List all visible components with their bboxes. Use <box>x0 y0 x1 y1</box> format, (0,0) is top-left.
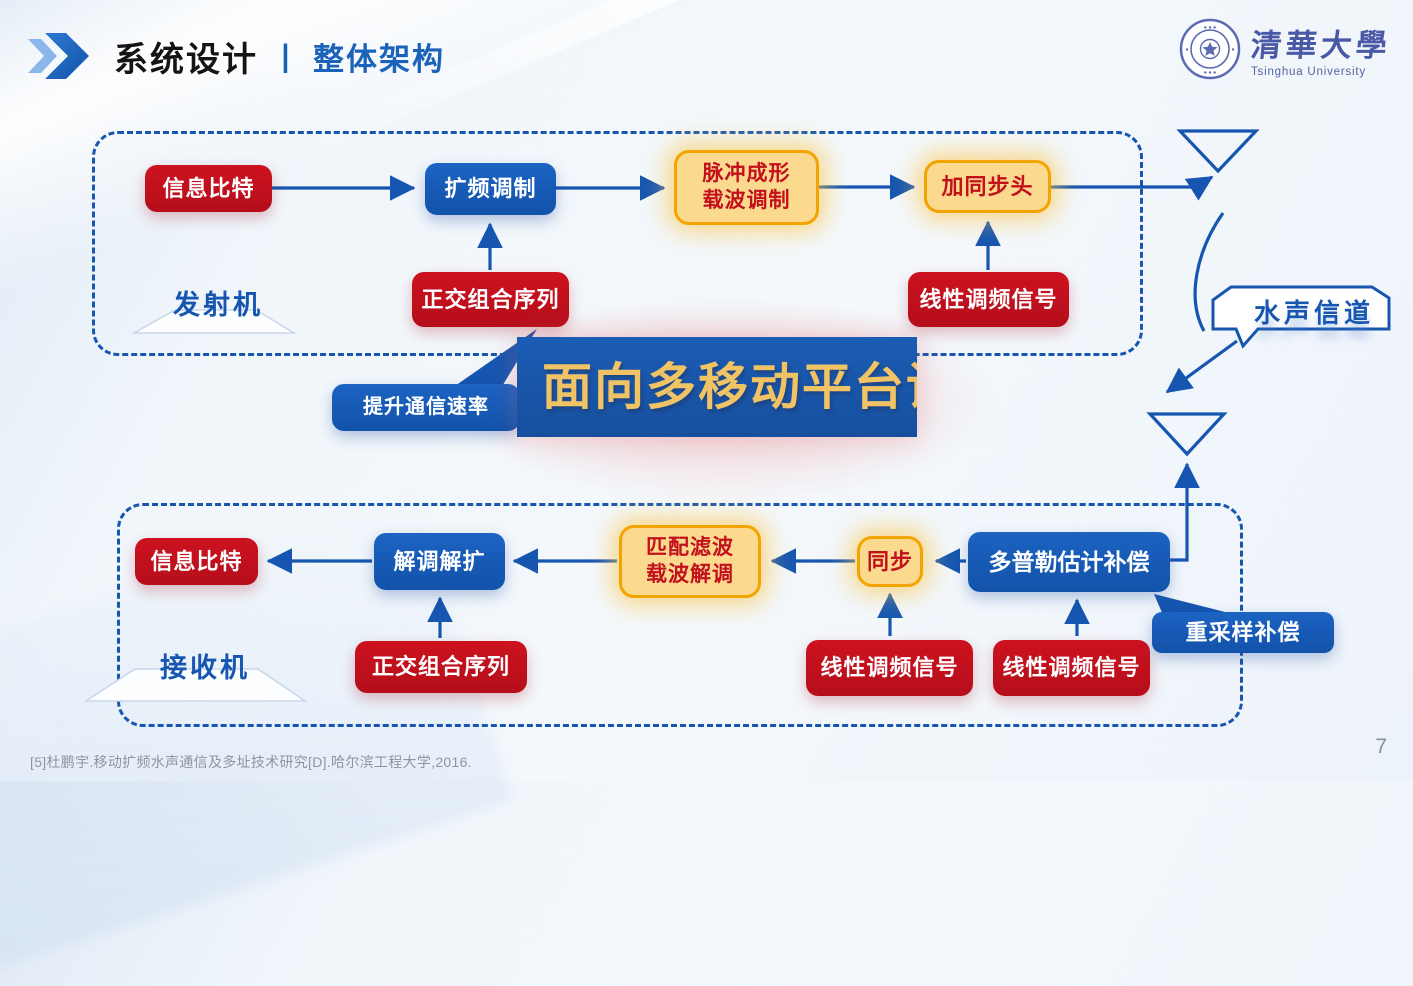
svg-text:●: ● <box>1231 47 1234 53</box>
node-orthogonal-seq-rx: 正交组合序列 <box>355 641 527 693</box>
tsinghua-logo: ● ● ● ● ● ● ● ● 清華大學 Tsinghua University <box>1179 18 1392 80</box>
page-subtitle: 整体架构 <box>313 41 445 77</box>
tsinghua-emblem-icon: ● ● ● ● ● ● ● ● <box>1179 18 1241 80</box>
speed-callout: 提升通信速率 <box>332 384 520 431</box>
node-resampling-comp: 重采样补偿 <box>1152 612 1334 653</box>
banner-text: 面向多移动平台设 <box>517 337 917 437</box>
node-matched-filter-carrier-demod: 匹配滤波 载波解调 <box>619 525 761 598</box>
svg-text:●: ● <box>1185 47 1188 53</box>
transmitter-label: 发射机 <box>173 290 263 320</box>
node-orthogonal-seq-tx: 正交组合序列 <box>412 272 569 327</box>
svg-text:● ● ●: ● ● ● <box>1204 25 1217 31</box>
banner-visible-text: 面向多移动平台 <box>542 359 906 415</box>
channel-arc <box>1193 212 1225 332</box>
banner-partial-char: 设 <box>906 359 917 415</box>
node-doppler-estimation-comp: 多普勒估计补偿 <box>968 532 1170 592</box>
speed-callout-tail <box>452 329 537 388</box>
banner-title: 面向多移动平台设 <box>517 337 917 437</box>
connector-doppler-to-antenna <box>1168 462 1200 562</box>
node-info-bits-tx: 信息比特 <box>145 165 272 212</box>
page-title: 系统设计 <box>114 40 258 79</box>
tsinghua-logo-en: Tsinghua University <box>1251 66 1366 78</box>
node-add-sync-header: 加同步头 <box>924 160 1051 213</box>
node-spread-modulation: 扩频调制 <box>425 163 556 215</box>
node-line: 载波解调 <box>646 562 734 586</box>
header: 系统设计 丨 整体架构 <box>28 30 445 82</box>
footer-reference: [5]杜鹏宇.移动扩频水声通信及多址技术研究[D].哈尔滨工程大学,2016. <box>30 754 472 770</box>
node-pulse-shaping-carrier-mod: 脉冲成形 载波调制 <box>674 150 819 225</box>
antenna-top-icon <box>1176 129 1260 174</box>
node-line: 脉冲成形 <box>702 162 791 186</box>
connector-channel-to-antenna <box>1165 339 1238 394</box>
node-sync: 同步 <box>857 536 923 587</box>
svg-text:● ● ●: ● ● ● <box>1204 70 1217 76</box>
node-demod-despread: 解调解扩 <box>374 533 505 590</box>
page-number: 7 <box>1375 735 1387 758</box>
chevron-double-icon <box>28 33 89 79</box>
channel-label: 水声信道 <box>1253 298 1374 328</box>
node-line: 载波调制 <box>702 188 791 212</box>
node-lfm-signal-tx: 线性调频信号 <box>908 272 1069 327</box>
channel-label-shape <box>1211 285 1391 349</box>
tsinghua-logo-text: 清華大學 Tsinghua University <box>1249 20 1392 78</box>
node-lfm-signal-sync: 线性调频信号 <box>806 640 973 696</box>
title-divider: 丨 <box>270 41 301 77</box>
node-info-bits-rx: 信息比特 <box>135 538 258 585</box>
node-line: 匹配滤波 <box>646 536 734 560</box>
node-lfm-signal-doppler: 线性调频信号 <box>993 640 1150 696</box>
antenna-bottom-icon <box>1146 412 1228 457</box>
connector-addsync-to-antenna <box>1051 175 1214 201</box>
receiver-label: 接收机 <box>160 653 250 683</box>
